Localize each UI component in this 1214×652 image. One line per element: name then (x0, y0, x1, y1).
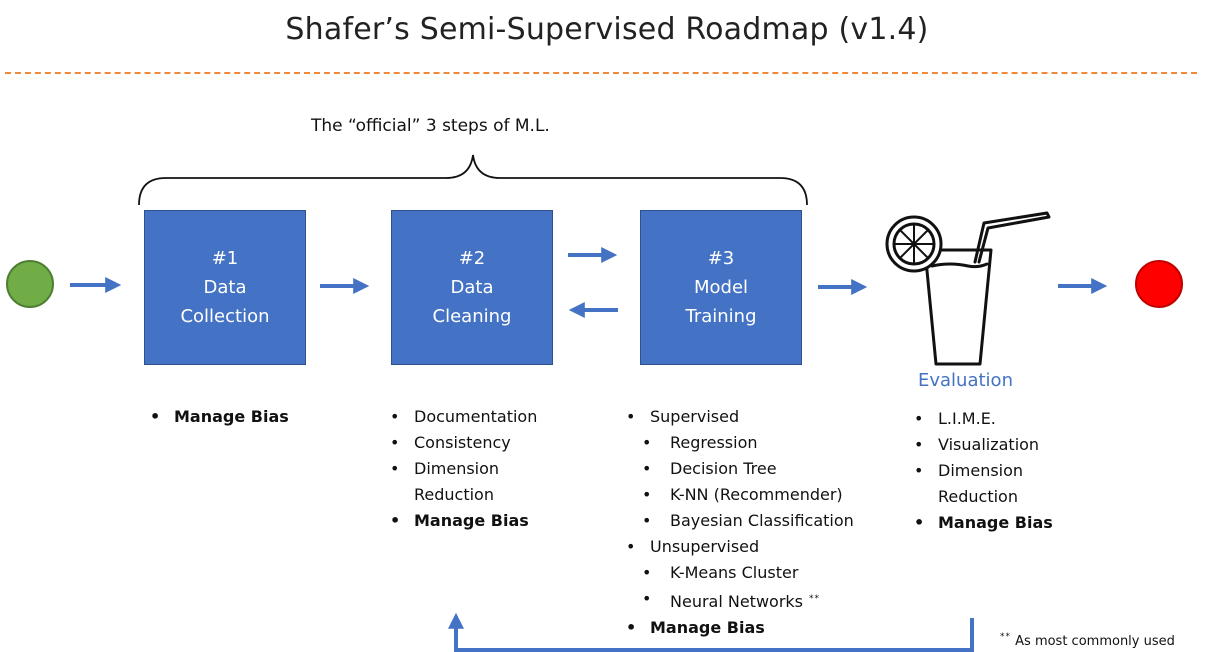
step-number: #1 (211, 248, 239, 269)
step-data-collection: #1 Data Collection (144, 210, 306, 365)
cleaning-list: Documentation Consistency DimensionReduc… (386, 404, 586, 534)
list-item: Manage Bias (146, 404, 289, 430)
step-label-line1: Data (203, 277, 247, 298)
dashed-divider (5, 72, 1197, 74)
list-item-line: Reduction (938, 487, 1018, 506)
list-item-line: Reduction (414, 485, 494, 504)
list-item-text: Neural Networks (670, 592, 804, 611)
list-item: Unsupervised (622, 534, 902, 560)
evaluation-label: Evaluation (918, 370, 1013, 391)
end-node (1135, 260, 1183, 308)
step-model-training: #3 Model Training (640, 210, 802, 365)
list-item: Consistency (386, 430, 586, 456)
list-subitem: Bayesian Classification (622, 508, 902, 534)
footnote: ** As most commonly used (1000, 632, 1175, 649)
list-item: Supervised (622, 404, 902, 430)
step-label-line2: Training (685, 306, 757, 327)
step-label-line1: Data (450, 277, 494, 298)
list-subitem: Neural Networks ** (622, 586, 902, 615)
footnote-text: As most commonly used (1015, 634, 1175, 649)
lemonade-glass-icon (885, 211, 1051, 366)
list-item: Visualization (910, 432, 1100, 458)
list-item-line: Dimension (938, 461, 1024, 480)
evaluation-list: L.I.M.E. Visualization DimensionReductio… (910, 406, 1100, 536)
step-number: #2 (458, 248, 486, 269)
list-item-line: Dimension (414, 459, 500, 478)
list-subitem: K-Means Cluster (622, 560, 902, 586)
step-label-line2: Collection (180, 306, 270, 327)
step-label-line2: Cleaning (432, 306, 512, 327)
collection-list: Manage Bias (146, 404, 289, 430)
training-list: Supervised Regression Decision Tree K-NN… (622, 404, 902, 641)
list-subitem: Decision Tree (622, 456, 902, 482)
brace-label: The “official” 3 steps of M.L. (311, 116, 550, 136)
footnote-marker: ** (1000, 632, 1011, 642)
list-subitem: Regression (622, 430, 902, 456)
list-item: Manage Bias (910, 510, 1100, 536)
list-item: Manage Bias (386, 508, 586, 534)
step-number: #3 (707, 248, 735, 269)
steps-brace (138, 154, 808, 206)
page-title: Shafer’s Semi-Supervised Roadmap (v1.4) (285, 12, 929, 47)
list-item: Manage Bias (622, 615, 902, 641)
step-label-line1: Model (693, 277, 749, 298)
step-data-cleaning: #2 Data Cleaning (391, 210, 553, 365)
list-item: Documentation (386, 404, 586, 430)
start-node (6, 260, 54, 308)
list-subitem: K-NN (Recommender) (622, 482, 902, 508)
list-item: L.I.M.E. (910, 406, 1100, 432)
footnote-marker: ** (809, 594, 821, 604)
